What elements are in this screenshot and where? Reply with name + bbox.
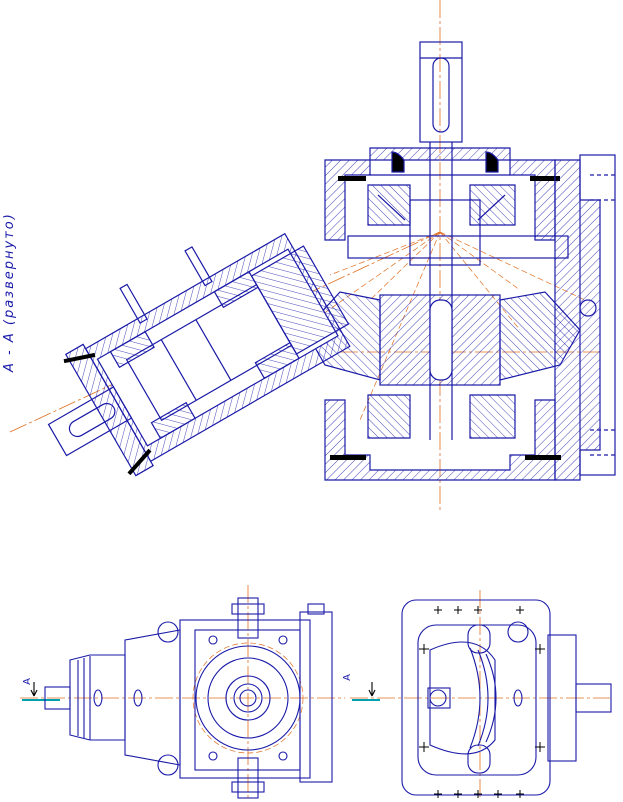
end-lifting-eye xyxy=(507,621,529,643)
side-view xyxy=(20,585,345,800)
gasket-top-right xyxy=(530,176,560,181)
side-mount-plate xyxy=(299,611,333,783)
input-flange xyxy=(64,343,154,477)
input-bearing-front xyxy=(109,330,155,369)
side-bearing-cap xyxy=(207,657,289,739)
adjust-bolt-2 xyxy=(184,246,213,287)
adjust-bolt-1 xyxy=(119,283,148,324)
side-rib-bottom xyxy=(237,757,259,799)
bolt-circle xyxy=(192,642,304,754)
end-shaft xyxy=(575,683,612,713)
pinion-gear xyxy=(250,245,350,355)
hub-key xyxy=(429,299,453,381)
end-gear-face xyxy=(429,641,496,755)
end-bolt-marks xyxy=(419,606,545,798)
end-input-shaft xyxy=(427,687,451,709)
side-lifting-eye-bottom xyxy=(157,754,179,776)
right-flange xyxy=(579,154,616,476)
side-shaft-ring xyxy=(225,675,271,721)
end-housing-outer xyxy=(401,599,551,796)
input-seal-bottom xyxy=(127,448,152,476)
side-housing xyxy=(179,619,311,779)
input-shaft-end xyxy=(47,386,133,457)
side-bolts xyxy=(208,635,288,761)
cross-shaft-center xyxy=(409,199,481,266)
lower-bearing-left xyxy=(367,394,411,439)
input-housing xyxy=(47,232,351,477)
side-flange-ribs xyxy=(77,656,91,740)
end-view xyxy=(350,590,612,800)
shaft-key xyxy=(432,57,450,133)
section-view xyxy=(9,0,616,512)
side-neck xyxy=(124,629,181,766)
end-gear-ribs xyxy=(469,647,497,749)
side-rib-top xyxy=(237,597,259,639)
upper-bearing-right xyxy=(469,184,516,226)
gasket-top-left xyxy=(338,176,366,181)
drain-plug xyxy=(579,299,597,317)
cross-shaft xyxy=(347,235,569,259)
side-shaft xyxy=(233,683,263,713)
bevel-gear-right xyxy=(499,291,581,381)
input-seal-top xyxy=(63,352,96,364)
lower-bearing-right xyxy=(469,394,516,439)
top-seal-right xyxy=(485,151,499,173)
gasket-bottom-right xyxy=(525,455,561,460)
side-lifting-eye-top xyxy=(157,621,179,643)
end-bottom-boss xyxy=(467,744,491,774)
end-top-boss xyxy=(467,624,491,654)
output-shaft xyxy=(419,41,463,143)
gasket-bottom-left xyxy=(330,455,366,460)
top-seal-left xyxy=(391,151,405,173)
